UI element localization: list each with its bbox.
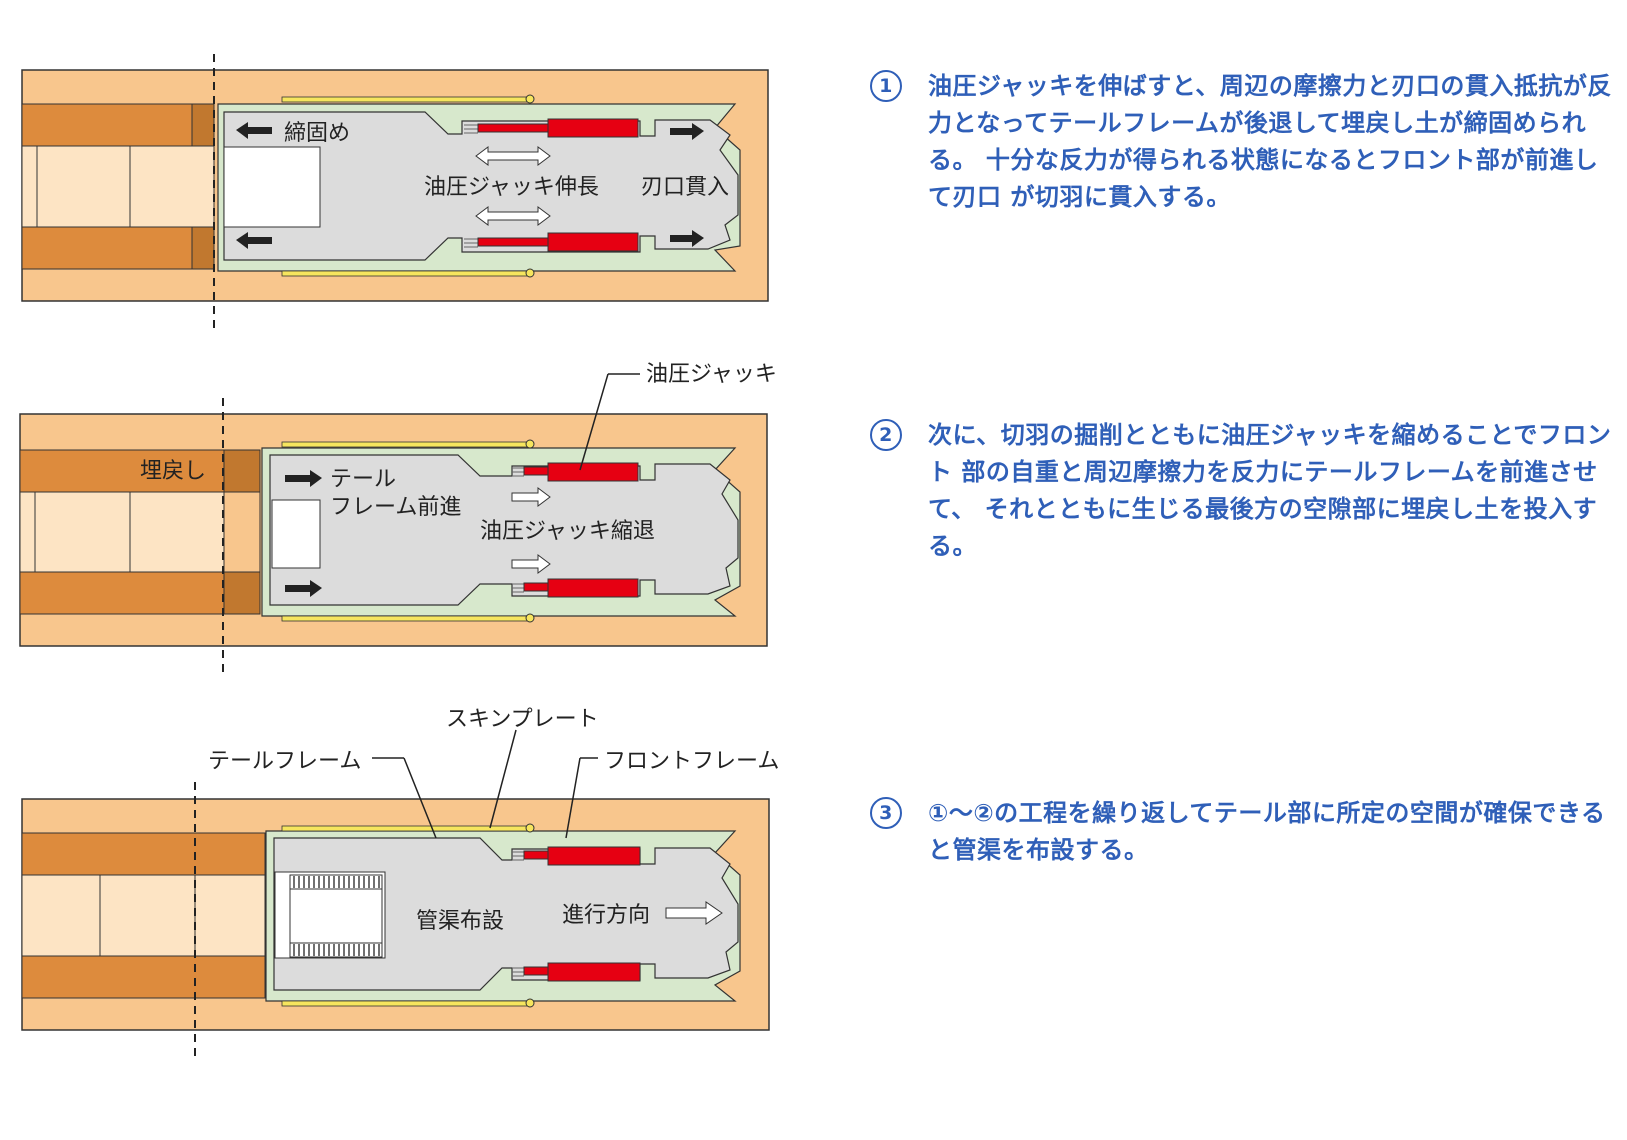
diagram-step-3: スキンプレート テールフレーム フロントフレーム 管渠布設 進行方向: [0, 700, 820, 1058]
step-number-badge: 2: [870, 419, 902, 451]
arrow-right-icon: [285, 580, 322, 597]
skin-plate-pin: [525, 823, 535, 833]
pipe-inner: [19, 491, 226, 573]
hydraulic-jack-cylinder: [547, 232, 639, 252]
hydraulic-jack-rod: [523, 466, 549, 476]
arrow-right-icon: [285, 470, 322, 487]
hollow-arrow-right-icon: [511, 487, 551, 507]
double-arrow-icon: [475, 206, 551, 226]
skin-plate-pin: [525, 613, 535, 623]
laid-pipe-block: [223, 146, 321, 228]
skin-plate-bottom: [281, 615, 531, 622]
arrow-right-icon: [670, 123, 704, 140]
backfill-top: [191, 103, 215, 147]
step-number-badge: 1: [870, 70, 902, 102]
diagram-3-svg: スキンプレート テールフレーム フロントフレーム 管渠布設 進行方向: [21, 707, 779, 1058]
callout-front-frame: フロントフレーム: [604, 749, 779, 774]
hydraulic-jack-cylinder: [547, 462, 639, 482]
label-tail-advance-2: フレーム前進: [330, 495, 461, 520]
backfill-bottom: [191, 226, 215, 270]
hydraulic-jack-rod: [523, 850, 549, 860]
hydraulic-jack-cylinder: [547, 962, 641, 982]
pipe-inner: [21, 874, 266, 957]
label-jack-retract: 油圧ジャッキ縮退: [480, 519, 655, 544]
callout-tail-frame: テールフレーム: [208, 749, 361, 774]
arrow-left-icon: [236, 122, 272, 139]
skin-plate-pin: [525, 268, 535, 278]
skin-plate-top: [281, 96, 531, 103]
skin-plate-bottom: [281, 1000, 531, 1007]
callout-line-jack: [579, 373, 609, 471]
hydraulic-jack-cylinder: [547, 118, 639, 138]
skin-plate-top: [281, 825, 531, 832]
hydraulic-jack-cylinder: [547, 578, 639, 598]
arrow-left-icon: [236, 232, 272, 249]
step-description: 油圧ジャッキを伸ばすと、周辺の摩擦力と刃口の貫入抵抗が反 力となってテールフレー…: [928, 72, 1612, 211]
step-description: 次に、切羽の掘削とともに油圧ジャッキを縮めることでフロント 部の自重と周辺摩擦力…: [928, 421, 1612, 560]
hollow-arrow-right-icon: [665, 901, 723, 925]
label-backfill: 埋戻し: [140, 459, 206, 484]
diagram-step-2: 埋戻し テール フレーム前進 油圧ジャッキ縮退 油圧ジャッキ: [0, 360, 820, 672]
hydraulic-jack-rod: [477, 123, 549, 133]
callout-line-tail-frame: [403, 757, 437, 839]
callout-skin-plate: スキンプレート: [446, 707, 599, 732]
skin-plate-pin: [525, 94, 535, 104]
hydraulic-jack-cylinder: [547, 846, 641, 866]
laid-pipe-block: [271, 499, 321, 569]
skin-plate-bottom: [281, 270, 531, 277]
backfill-bottom: [223, 571, 261, 615]
hollow-arrow-right-icon: [511, 554, 551, 574]
arrow-right-icon: [670, 230, 704, 247]
step-3: 3 ①～②の工程を繰り返してテール部に所定の空間が確保できると管渠を布設する。: [870, 795, 1608, 869]
diagram-2-svg: 埋戻し テール フレーム前進 油圧ジャッキ縮退 油圧ジャッキ: [19, 362, 777, 672]
label-tail-advance-1: テール: [330, 467, 396, 492]
step-1: 1 油圧ジャッキを伸ばすと、周辺の摩擦力と刃口の貫入抵抗が反 力となってテールフ…: [870, 68, 1611, 216]
skin-plate-pin: [525, 439, 535, 449]
callout-line-skin-plate: [489, 729, 517, 829]
label-pipe-laying: 管渠布設: [416, 909, 504, 934]
pipe-bottom-wall: [19, 571, 226, 615]
skin-plate-top: [281, 441, 531, 448]
diagram-1-svg: 締固め 油圧ジャッキ伸長 刃口貫入: [21, 54, 769, 330]
pipe-bottom-wall: [21, 226, 215, 270]
step-number-badge: 3: [870, 797, 902, 829]
hydraulic-jack-rod: [523, 966, 549, 976]
pipe-bore: [289, 888, 383, 944]
callout-jack: 油圧ジャッキ: [646, 362, 777, 387]
label-blade-penetrate: 刃口貫入: [641, 175, 729, 200]
label-jack-extend: 油圧ジャッキ伸長: [424, 175, 599, 200]
backfill-top: [223, 449, 261, 493]
tail-frame: [223, 111, 739, 261]
backfill-inner: [223, 491, 261, 573]
label-direction: 進行方向: [562, 903, 650, 928]
double-arrow-icon: [475, 146, 551, 166]
diagram-step-1: 締固め 油圧ジャッキ伸長 刃口貫入: [0, 50, 820, 350]
pipe-inner: [21, 145, 215, 228]
step-description: ①～②の工程を繰り返してテール部に所定の空間が確保できると管渠を布設する。: [928, 799, 1606, 864]
hydraulic-jack-rod: [523, 582, 549, 592]
pipe-top-wall: [21, 832, 266, 876]
skin-plate-pin: [525, 998, 535, 1008]
step-2: 2 次に、切羽の掘削とともに油圧ジャッキを縮めることでフロント 部の自重と周辺摩…: [870, 417, 1611, 565]
label-tighten: 締固め: [284, 121, 350, 146]
callout-line-front-frame: [565, 757, 581, 839]
pipe-top-wall: [21, 103, 215, 147]
hydraulic-jack-rod: [477, 237, 549, 247]
pipe-bottom-wall: [21, 955, 266, 999]
